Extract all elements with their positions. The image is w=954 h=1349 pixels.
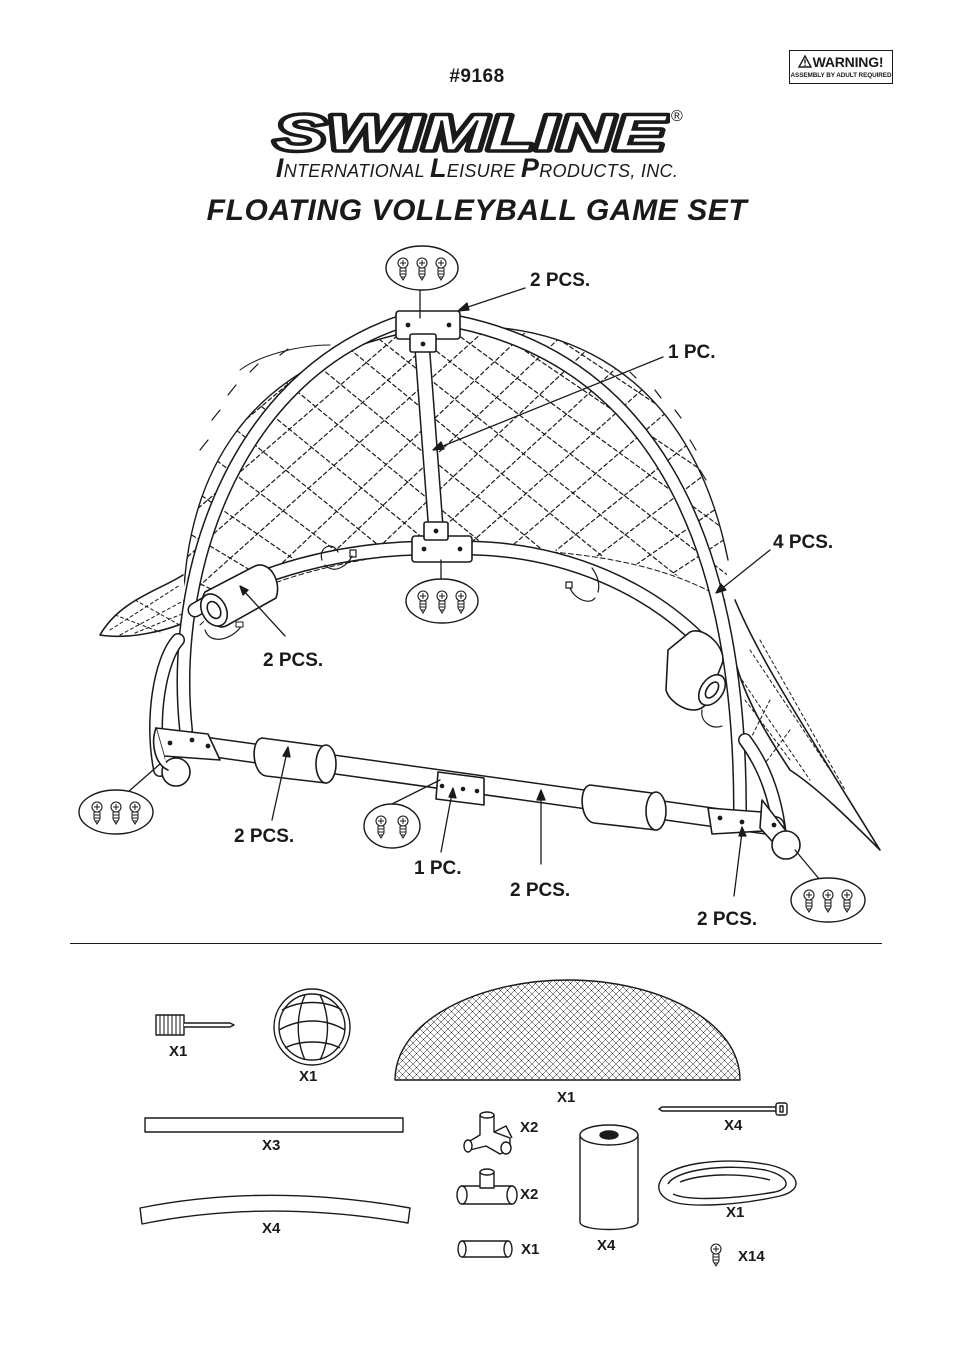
label-left-floats: 2 PCS. xyxy=(263,650,324,671)
registered-mark: ® xyxy=(671,108,683,125)
cable-tie-part xyxy=(658,1102,788,1116)
warning-title: WARNING! xyxy=(812,54,884,70)
label-bottom-tubes: 2 PCS. xyxy=(510,880,571,901)
curved-tube-part xyxy=(139,1194,411,1225)
product-title: FLOATING VOLLEYBALL GAME SET xyxy=(206,194,748,227)
qty-ball: X1 xyxy=(299,1068,318,1085)
ball-part xyxy=(273,988,351,1066)
arch-frame xyxy=(149,315,787,842)
qty-rope: X1 xyxy=(726,1204,745,1221)
label-bottom-left-floats: 2 PCS. xyxy=(234,826,295,847)
qty-coupler: X1 xyxy=(521,1241,540,1258)
bottom-right-connector xyxy=(707,799,801,860)
rope-part xyxy=(658,1160,797,1206)
brand-logo: SWIMLINE SWIMLINE xyxy=(271,104,670,160)
brand-logo-outline: SWIMLINE xyxy=(274,105,669,160)
screw-callouts xyxy=(78,245,866,923)
qty-net: X1 xyxy=(557,1089,576,1106)
qty-screw: X14 xyxy=(738,1248,765,1265)
bottom-coupler xyxy=(435,771,485,806)
four-way-connector-part xyxy=(463,1111,513,1155)
qty-cable-tie: X4 xyxy=(724,1117,743,1134)
qty-peg: X1 xyxy=(169,1043,188,1060)
warning-box: WARNING! ASSEMBLY BY ADULT REQUIRED xyxy=(789,50,893,84)
top-connector xyxy=(395,310,461,353)
section-divider xyxy=(70,943,882,944)
qty-straight-tube: X3 xyxy=(262,1137,281,1154)
qty-tee-connector: X2 xyxy=(520,1186,539,1203)
qty-four-way-connector: X2 xyxy=(520,1119,539,1136)
float-part xyxy=(579,1124,639,1231)
company-word-2: EISURE xyxy=(446,161,516,181)
right-float xyxy=(665,630,727,728)
label-bottom-right-connectors: 2 PCS. xyxy=(697,909,758,930)
net-part xyxy=(394,979,741,1081)
coupler-part xyxy=(457,1240,513,1258)
brand-logo-text: SWIMLINE xyxy=(274,105,669,160)
screw-callout-center xyxy=(363,803,421,849)
qty-float: X4 xyxy=(597,1237,616,1254)
net-hooks xyxy=(320,545,600,602)
company-word-1: NTERNATIONAL xyxy=(283,161,425,181)
company-initial-1: I xyxy=(275,153,284,183)
label-arch-tubes: 4 PCS. xyxy=(773,532,834,553)
label-bottom-center-connector: 1 PC. xyxy=(414,858,462,879)
screw-part xyxy=(710,1243,722,1267)
screw-callout-top xyxy=(385,245,459,291)
label-center-post: 1 PC. xyxy=(668,342,716,363)
company-word-3: RODUCTS, INC. xyxy=(539,161,679,181)
bottom-right-float xyxy=(581,784,667,831)
company-initial-3: P xyxy=(520,153,540,183)
warning-triangle-icon xyxy=(798,55,812,68)
screw-callout-left xyxy=(78,789,154,835)
company-initial-2: L xyxy=(429,153,447,183)
label-top-connectors: 2 PCS. xyxy=(530,270,591,291)
bottom-left-float xyxy=(253,737,337,784)
screw-callout-right xyxy=(790,877,866,923)
model-number: #9168 xyxy=(449,66,505,87)
company-name: INTERNATIONAL LEISURE PRODUCTS, INC. xyxy=(0,153,954,184)
center-post xyxy=(414,337,444,538)
peg-part xyxy=(155,1014,235,1036)
warning-subtitle: ASSEMBLY BY ADULT REQUIRED xyxy=(790,72,892,79)
bottom-left-connector xyxy=(152,727,221,787)
tee-connector-part xyxy=(456,1168,518,1205)
qty-curved-tube: X4 xyxy=(262,1220,281,1237)
middle-connector xyxy=(411,521,473,563)
leader-lines xyxy=(127,285,821,897)
left-float xyxy=(199,564,279,640)
screw-callout-middle xyxy=(405,578,479,624)
straight-tube-part xyxy=(144,1117,404,1133)
